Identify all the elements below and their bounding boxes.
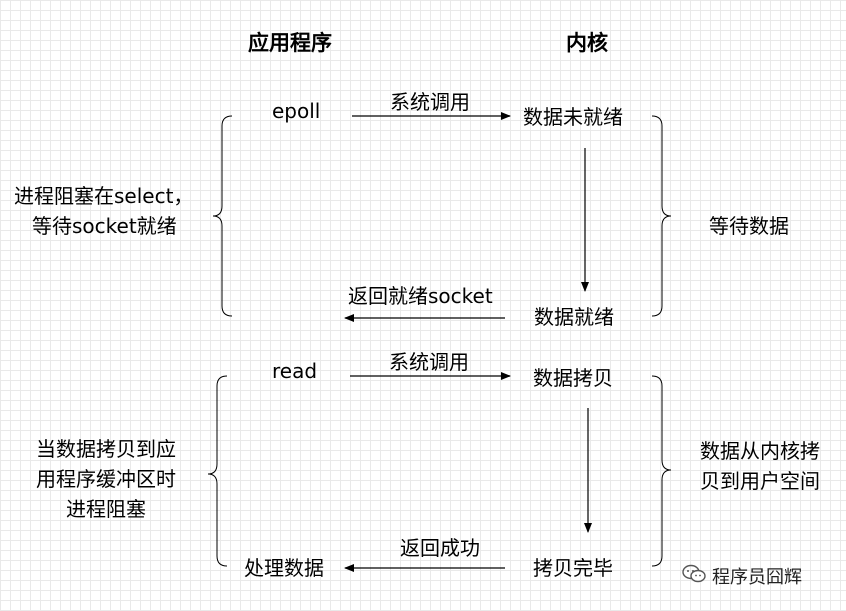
kernel-data-ready: 数据就绪 — [534, 305, 614, 329]
kernel-data-copy: 数据拷贝 — [533, 366, 613, 390]
left-brace-read — [207, 375, 228, 567]
read-call: read — [272, 359, 318, 383]
epoll-call: epoll — [272, 99, 321, 123]
kernel-data-not-ready: 数据未就绪 — [523, 105, 623, 129]
kernel-copy-done: 拷贝完毕 — [533, 556, 613, 580]
left-brace-epoll — [212, 115, 233, 317]
return-success-label: 返回成功 — [400, 536, 480, 560]
right-brace-epoll — [651, 115, 672, 317]
read-left-note-line3: 进程阻塞 — [66, 497, 146, 521]
return-ready-socket-label: 返回就绪socket — [348, 284, 493, 308]
read-right-note-line1: 数据从内核拷 — [700, 439, 820, 463]
syscall-label-epoll: 系统调用 — [390, 90, 470, 114]
syscall-label-read: 系统调用 — [389, 350, 469, 374]
kernel-column-header: 内核 — [566, 31, 608, 55]
right-brace-read — [651, 375, 672, 567]
epoll-left-note-line1: 进程阻塞在select， — [14, 184, 194, 208]
app-column-header: 应用程序 — [248, 31, 332, 55]
wechat-icon — [682, 564, 706, 589]
process-data: 处理数据 — [244, 556, 324, 580]
epoll-left-note-line2: 等待socket就绪 — [32, 214, 177, 238]
epoll-right-note: 等待数据 — [709, 214, 789, 238]
read-left-note-line2: 用程序缓冲区时 — [36, 467, 176, 491]
watermark-text: 程序员囧辉 — [712, 567, 802, 588]
read-left-note-line1: 当数据拷贝到应 — [36, 437, 176, 461]
watermark: 程序员囧辉 — [682, 563, 802, 589]
read-right-note-line2: 贝到用户空间 — [700, 469, 820, 493]
